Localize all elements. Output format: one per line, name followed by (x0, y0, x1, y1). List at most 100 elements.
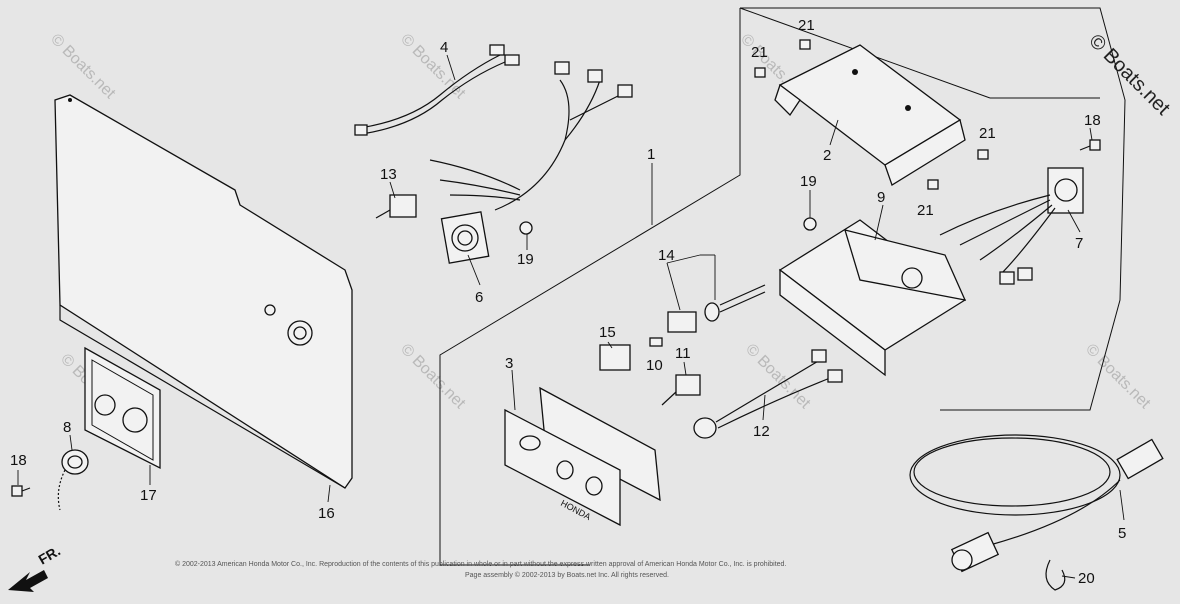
cable-coil-1 (909, 434, 1121, 516)
callout-21-b: 21 (751, 44, 768, 61)
relay-part-15 (599, 344, 631, 371)
toggle-11-lever (661, 391, 677, 406)
callout-8: 8 (63, 419, 71, 436)
watermark-2: © Boats.net (397, 31, 469, 103)
callout-21-a: 21 (798, 17, 815, 34)
watermark-1: © Boats.net (47, 31, 119, 103)
cable-5-plug-face (951, 549, 973, 571)
cap-part-8 (57, 449, 89, 511)
screw-head (977, 149, 989, 160)
watermark-5: © Boats.net (397, 341, 469, 413)
connector-7b (1017, 267, 1033, 281)
callout-19-right: 19 (800, 173, 817, 190)
faceplate-hole-2 (556, 460, 574, 480)
harness-part-4 (354, 44, 520, 136)
cable-coil-2 (913, 437, 1111, 507)
leader-7 (1067, 209, 1081, 233)
relay-15-body (599, 344, 631, 371)
panel-hole-small (264, 304, 276, 316)
callout-5: 5 (1118, 525, 1126, 542)
leader-20 (1061, 575, 1076, 579)
gasket-hole-1 (94, 394, 116, 416)
cap-center (67, 455, 83, 469)
bulb-part-10 (649, 337, 663, 347)
callout-3: 3 (505, 355, 513, 372)
leader-9 (874, 204, 884, 241)
cover-front (884, 118, 966, 186)
harness-part-7 (939, 167, 1084, 285)
screw-part-21-a (799, 39, 811, 50)
screw-shank (21, 487, 31, 492)
callout-14: 14 (658, 247, 675, 264)
gasket-hole-2 (122, 407, 148, 433)
screw-part-18-right (1079, 139, 1101, 151)
clip-20 (1045, 559, 1066, 591)
leader-16 (327, 484, 331, 503)
faceplate-part-3: HONDA (504, 386, 661, 527)
box-front (779, 268, 886, 377)
harness-6-main (494, 79, 570, 211)
panel-rivet (68, 98, 72, 102)
switch-13-lever (375, 209, 391, 219)
watermark-corner: © Boats.net (1084, 30, 1174, 120)
copyright: © 2002-2013 American Honda Motor Co., In… (175, 560, 786, 579)
leader-12 (762, 394, 766, 421)
harness-7-lead2 (959, 199, 1051, 246)
screw-part-21-b (754, 67, 766, 78)
harness-part-12 (693, 349, 843, 439)
nut-body (519, 221, 533, 235)
panel-part-16 (54, 94, 353, 489)
panel-edge (59, 305, 346, 489)
cover-side (774, 83, 801, 117)
faceplate-hole-1 (519, 435, 541, 451)
cable-5-lead (989, 479, 1121, 546)
callout-18-right: 18 (1084, 112, 1101, 129)
gasket-body (84, 346, 161, 470)
leader-14a (666, 262, 681, 311)
outline-left (439, 8, 741, 566)
connector-12b (827, 369, 843, 383)
callout-6: 6 (475, 289, 483, 306)
socket-6-pins (457, 230, 473, 246)
leader-13 (389, 181, 396, 199)
leader-lines (17, 54, 1125, 579)
harness-7-lead3 (979, 204, 1053, 261)
harness-4-wire-b (361, 61, 506, 135)
callouts: 4 13 6 19 1 21 21 21 21 2 19 9 18 7 14 1… (10, 17, 1126, 587)
callout-17: 17 (140, 487, 157, 504)
switch-part-13 (375, 194, 417, 219)
harness-6-branch2 (569, 94, 621, 121)
harness-7-lead1 (939, 194, 1051, 236)
box-hole (901, 267, 923, 289)
front-arrow-icon (8, 570, 48, 592)
callout-7: 7 (1075, 235, 1083, 252)
leader-3 (511, 369, 516, 411)
toggle-11-body (675, 374, 701, 396)
connector-4c (354, 124, 368, 136)
leader-8 (69, 434, 73, 451)
harness-4-wire (359, 54, 501, 129)
nut-body (803, 217, 817, 231)
harness-6-branch1 (564, 79, 601, 141)
screw-head (799, 39, 811, 50)
harness-12-wire2 (717, 377, 831, 429)
callout-20: 20 (1078, 570, 1095, 587)
switch-14-wire1 (719, 284, 766, 306)
callout-15: 15 (599, 324, 616, 341)
harness-6-lead2 (439, 179, 521, 196)
cover-part-2 (774, 44, 966, 186)
screw-shank (1079, 145, 1091, 151)
switch-14-body (667, 311, 697, 333)
screw-head (1089, 139, 1101, 151)
callout-2: 2 (823, 147, 831, 164)
connector-4a (489, 44, 505, 56)
screw-part-18-left (11, 485, 31, 497)
callout-16: 16 (318, 505, 335, 522)
box-part-9 (778, 219, 967, 377)
cable-5-plug-top (1116, 438, 1164, 480)
watermark-6: © Boats.net (742, 341, 814, 413)
panel-hole-center (293, 326, 307, 340)
leader-15 (607, 341, 613, 349)
connector-6c (617, 84, 633, 98)
